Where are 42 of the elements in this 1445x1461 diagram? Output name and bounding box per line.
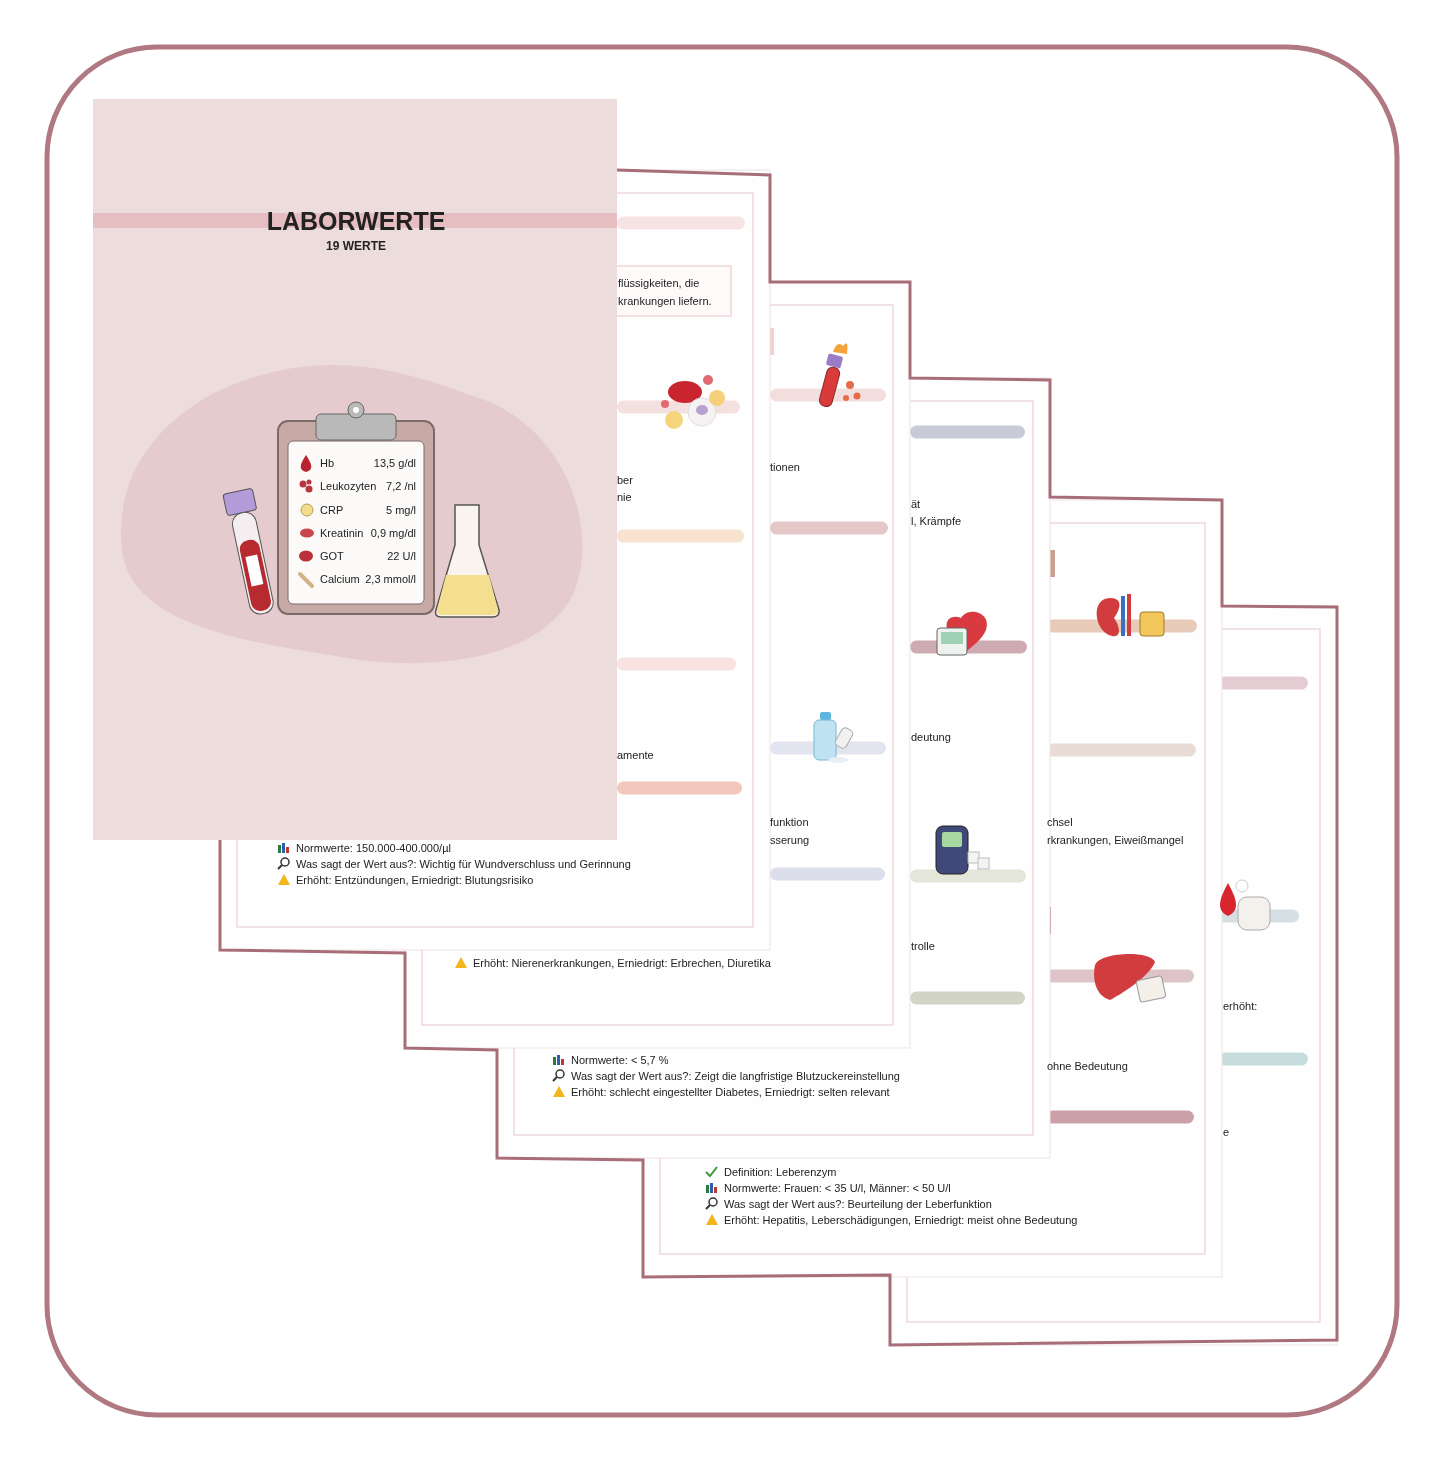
- row-label: GOT: [320, 549, 344, 563]
- text-fragment: deutung: [911, 730, 951, 744]
- row-value: 5 mg/l: [386, 503, 416, 517]
- text-line: Erhöht: Hepatitis, Leberschädigungen, Erniedrigt: meist ohne Bedeutung: [724, 1213, 1078, 1227]
- text-fragment: ohne Bedeutung: [1047, 1059, 1128, 1073]
- text-line: Erhöht: schlecht eingestellter Diabetes, Erniedrigt: selten relevant: [571, 1085, 890, 1099]
- text-line: Erhöht: Nierenerkrankungen, Erniedrigt: Erbrechen, Diuretika: [473, 956, 771, 970]
- row-label: Leukozyten: [320, 479, 377, 493]
- text-fragment: l, Krämpfe: [911, 514, 962, 528]
- subtitle: 19 WERTE: [326, 240, 386, 254]
- text-line: Definition: Leberenzym: [724, 1165, 837, 1179]
- text-line: Erhöht: Entzündungen, Erniedrigt: Blutungsrisiko: [296, 873, 534, 887]
- text-fragment: e: [1223, 1125, 1230, 1139]
- text-fragment: ät: [911, 497, 921, 511]
- row-value: 0,9 mg/dl: [370, 526, 416, 540]
- text-fragment: amente: [617, 748, 654, 762]
- text-fragment: sserung: [770, 833, 810, 847]
- row-value: 22 U/l: [387, 549, 416, 563]
- text-fragment: tionen: [770, 460, 800, 474]
- text-fragment: trolle: [911, 939, 935, 953]
- text-fragment: ber: [617, 473, 633, 487]
- row-label: Hb: [320, 456, 335, 470]
- text-fragment: chsel: [1047, 815, 1073, 829]
- row-value: 2,3 mmol/l: [365, 572, 416, 586]
- text-fragment: funktion: [770, 815, 809, 829]
- row-value: 13,5 g/dl: [373, 456, 416, 470]
- text-fragment: nie: [617, 490, 632, 504]
- row-label: Kreatinin: [320, 526, 364, 540]
- info-text: krankungen liefern.: [618, 294, 712, 308]
- row-label: Calcium: [320, 572, 360, 586]
- text-line: Was sagt der Wert aus?: Beurteilung der Leberfunktion: [724, 1197, 992, 1211]
- text-line: Was sagt der Wert aus?: Wichtig für Wundverschluss und Gerinnung: [296, 857, 631, 871]
- row-value: 7,2 /nl: [386, 479, 416, 493]
- cover-title: LABORWERTE: [266, 206, 446, 236]
- text-line: Normwerte: 150.000-400.000/µl: [296, 841, 451, 855]
- text-fragment: rkrankungen, Eiweißmangel: [1047, 833, 1184, 847]
- row-label: CRP: [320, 503, 344, 517]
- text-fragment: erhöht:: [1223, 999, 1258, 1013]
- text-line: Normwerte: < 5,7 %: [571, 1053, 669, 1067]
- text-line: Normwerte: Frauen: < 35 U/l, Männer: < 50 U/l: [724, 1181, 951, 1195]
- info-text: flüssigkeiten, die: [618, 276, 700, 290]
- text-line: Was sagt der Wert aus?: Zeigt die langfristige Blutzuckereinstellung: [571, 1069, 900, 1083]
